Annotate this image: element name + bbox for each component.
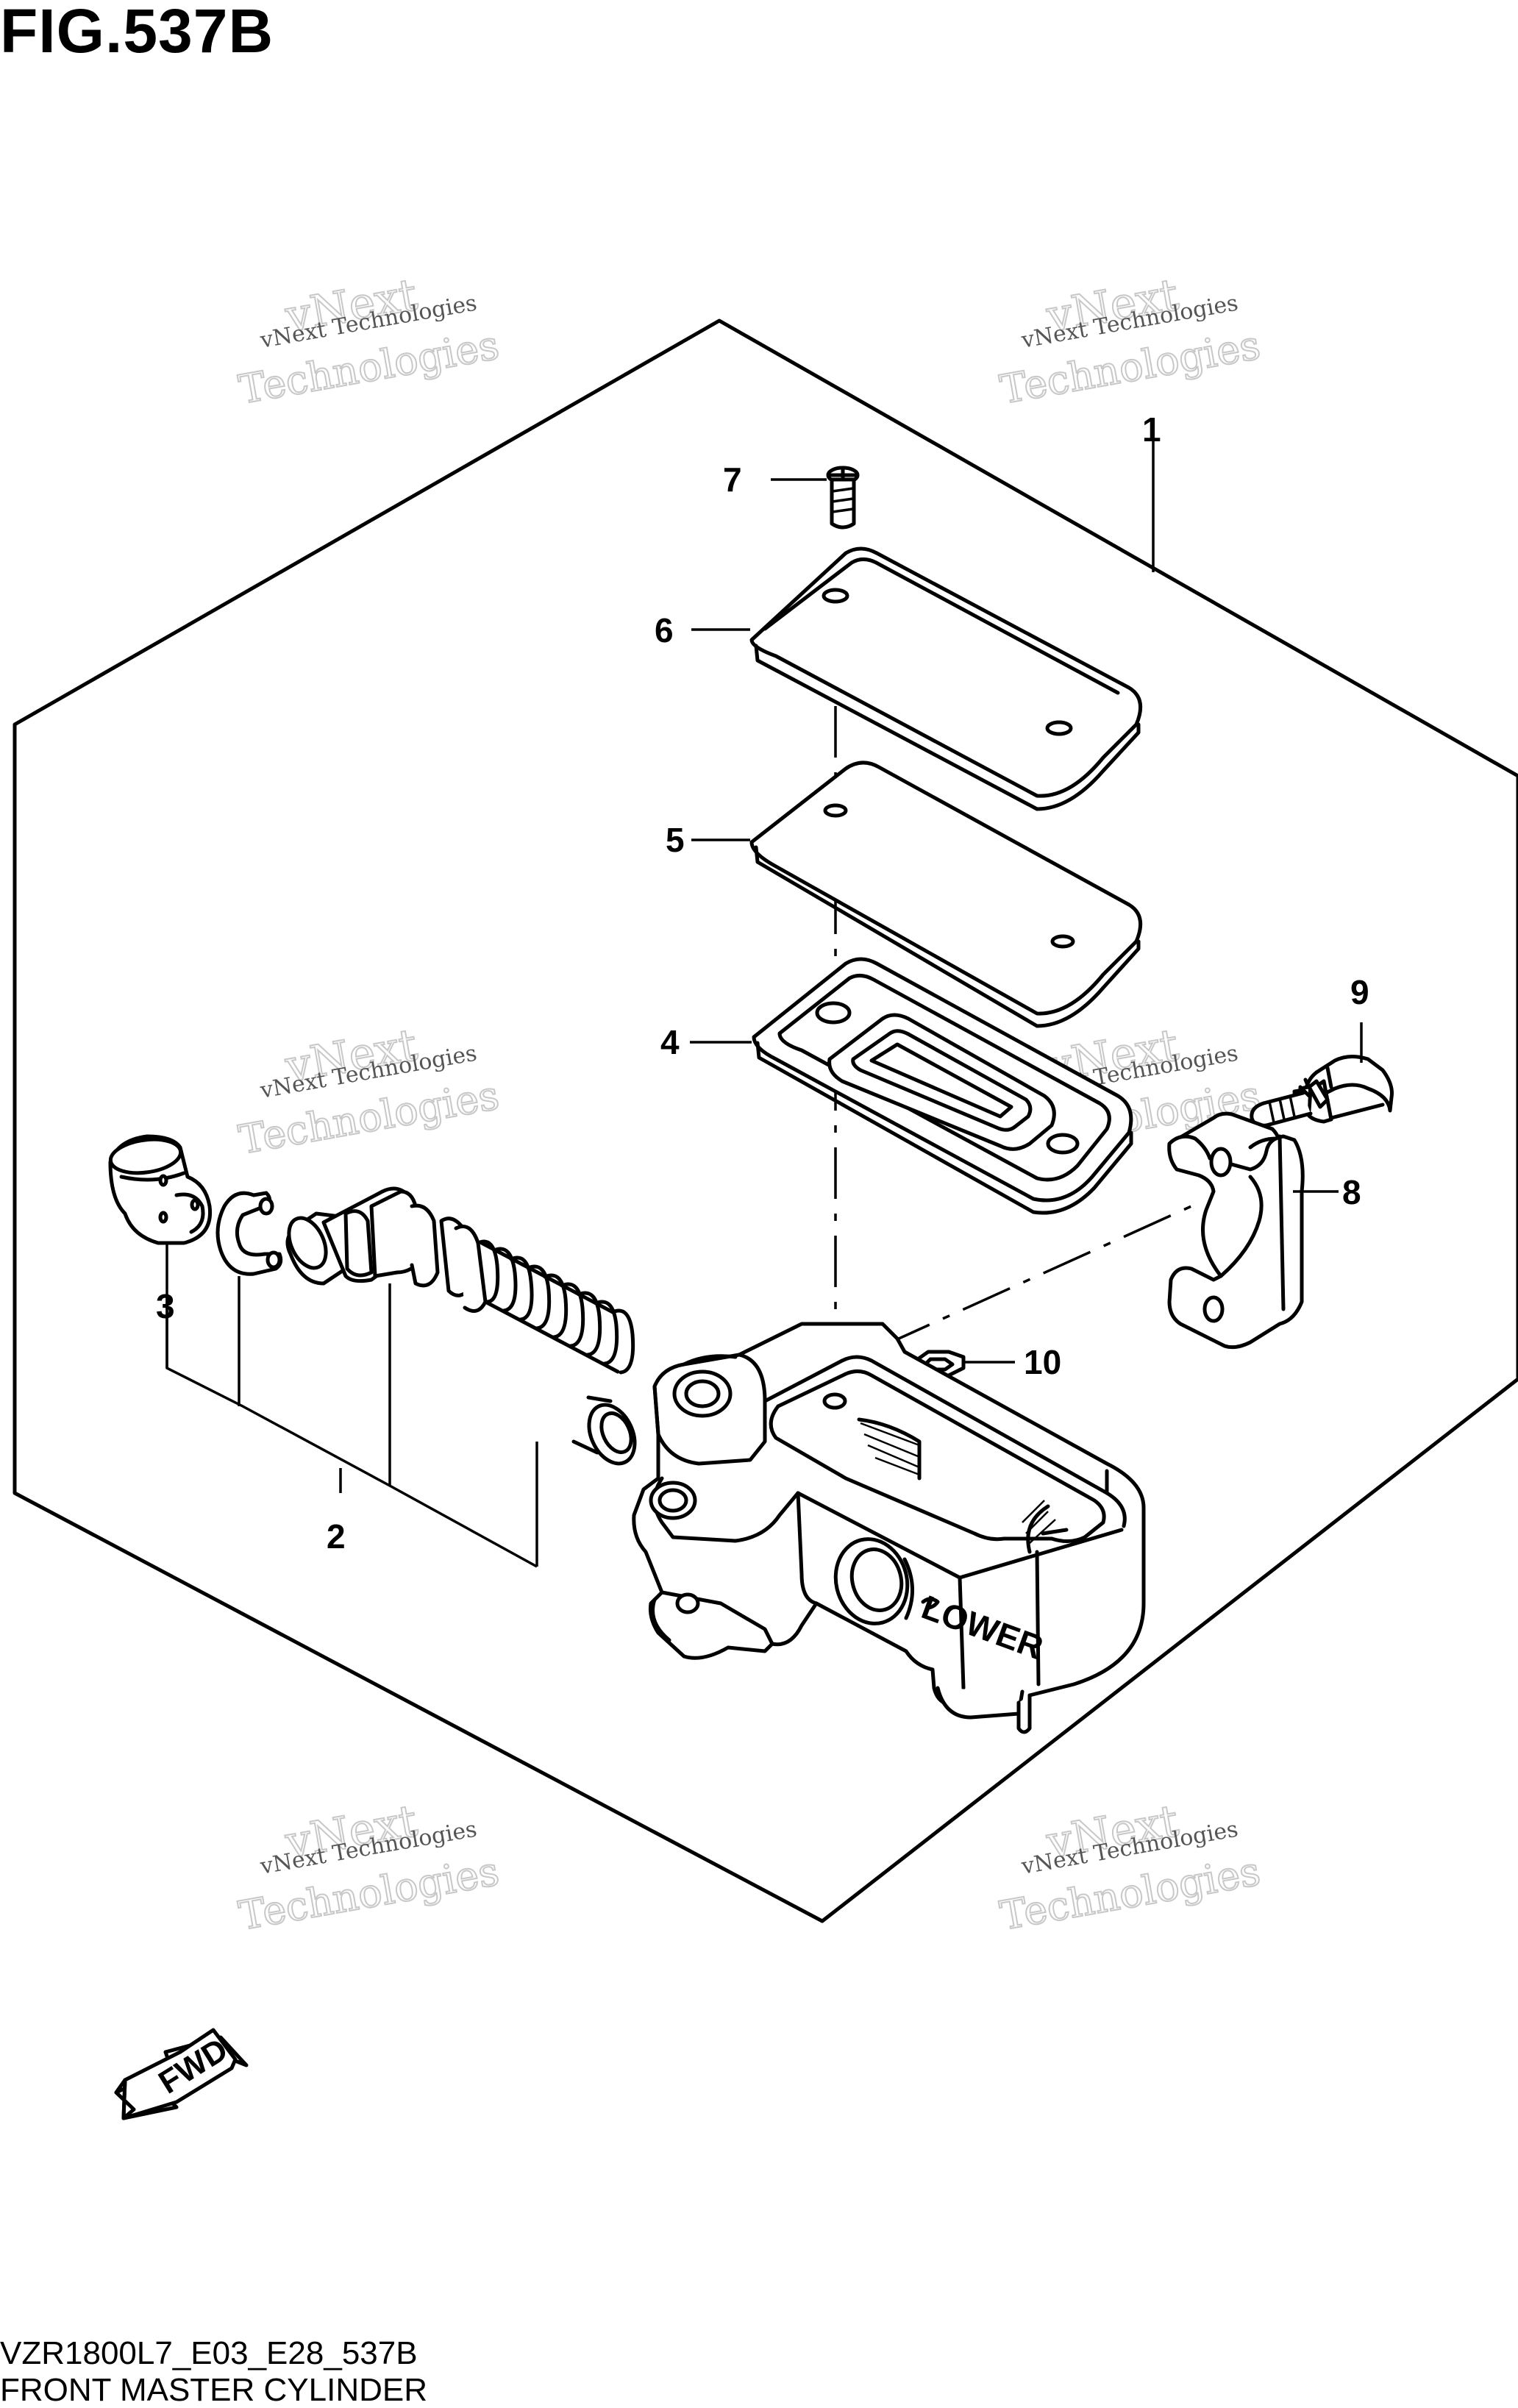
watermark: vNext vNext Technologies Technologies [996, 1795, 1264, 1940]
callout-8: 8 [1342, 1173, 1361, 1211]
centerline-clamp [882, 1205, 1192, 1347]
watermark: vNext vNext Technologies Technologies [235, 1795, 503, 1940]
part-2-piston-assembly [285, 1186, 637, 1466]
callout-9: 9 [1350, 973, 1369, 1011]
part-8-clamp [1167, 1111, 1305, 1350]
callout-7: 7 [723, 460, 742, 499]
callout-2: 2 [327, 1517, 346, 1556]
callout-10: 10 [1024, 1343, 1061, 1381]
part-3-boot [108, 1134, 213, 1245]
callout-4: 4 [660, 1023, 680, 1061]
callout-5: 5 [666, 821, 685, 859]
leader-lines [165, 441, 1363, 1568]
figure-title: FIG.537B [0, 0, 274, 65]
figure-name: FRONT MASTER CYLINDER [0, 2372, 428, 2408]
callout-1: 1 [1142, 410, 1161, 449]
assembly-boundary [13, 318, 1518, 1923]
watermark: vNext vNext Technologies Technologies [996, 268, 1264, 414]
fwd-arrow-icon: FWD [114, 2028, 249, 2120]
callout-6: 6 [655, 611, 674, 649]
callout-3: 3 [156, 1287, 175, 1325]
master-cylinder-body: LOWER [632, 1322, 1146, 1734]
part-4-plate [752, 957, 1133, 1215]
part-7-screw [826, 466, 860, 530]
watermark: vNext vNext Technologies Technologies [235, 1019, 503, 1164]
part-3-circlip [215, 1191, 283, 1276]
model-code: VZR1800L7_E03_E28_537B [0, 2335, 418, 2371]
part-6-reservoir-cap [749, 546, 1143, 811]
watermark: vNext vNext Technologies Technologies [235, 268, 503, 414]
part-5-diaphragm [749, 760, 1143, 1028]
part-9-bolt [1250, 1055, 1394, 1128]
